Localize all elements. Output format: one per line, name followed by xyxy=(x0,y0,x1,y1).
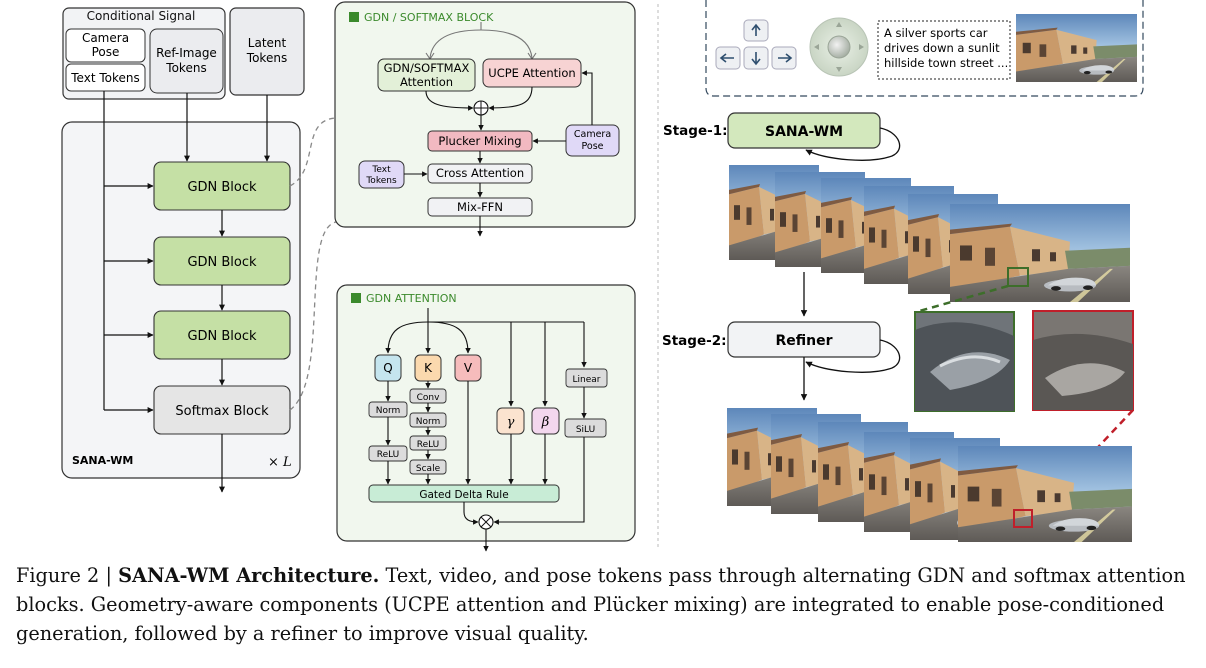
caption-prefix: Figure 2 | xyxy=(16,564,119,587)
linear-label: Linear xyxy=(573,375,601,385)
prompt-line-3: hillside town street ... xyxy=(884,56,1008,70)
sana-wm-container-label: SANA-WM xyxy=(72,454,133,467)
stage-1-video-frames xyxy=(729,165,1130,302)
text-tokens-panel-label-2: Tokens xyxy=(365,176,397,186)
stage-2-loop-arrow xyxy=(805,339,901,373)
k-label: K xyxy=(424,361,433,375)
softmax-block-label: Softmax Block xyxy=(175,404,269,419)
sana-wm-stage-box xyxy=(727,112,881,149)
gated-delta-rule-label: Gated Delta Rule xyxy=(419,489,508,501)
latent-tokens-label-1: Latent xyxy=(248,36,287,50)
conditional-signal-title: Conditional Signal xyxy=(87,9,196,23)
caption-body: Text, video, and pose tokens pass throug… xyxy=(16,564,1186,645)
camera-pose-panel-label-1: Camera xyxy=(574,129,611,140)
beta-label: β xyxy=(541,415,550,430)
k-conv-label: Conv xyxy=(417,393,440,403)
figure-caption: Figure 2 | SANA-WM Architecture. Text, v… xyxy=(16,561,1198,648)
text-tokens-box xyxy=(65,63,146,92)
text-tokens-panel-label-1: Text xyxy=(371,165,391,175)
stage-2-label: Stage-2: xyxy=(662,333,727,349)
ref-image-label-1: Ref-Image xyxy=(156,46,217,60)
gdn-softmax-attention-label-1: GDN/SOFTMAX xyxy=(384,61,470,75)
repeat-l-label: × L xyxy=(268,455,292,470)
ucpe-attention-label: UCPE Attention xyxy=(488,66,575,80)
ref-image-label-2: Tokens xyxy=(165,61,206,75)
camera-pose-box xyxy=(65,28,146,63)
stage-1-loop-arrow xyxy=(805,127,901,161)
dashed-connector-bottom xyxy=(289,221,337,411)
stage-1-frame-6 xyxy=(950,204,1130,302)
stage-2-frame-6 xyxy=(958,446,1132,542)
gdn-attention-title-square xyxy=(351,293,361,303)
green-zoom-leader xyxy=(915,284,1009,314)
sana-wm-stage-label: SANA-WM xyxy=(765,124,843,140)
gdn-block-1-label: GDN Block xyxy=(187,180,257,195)
joystick-icon xyxy=(809,17,869,77)
stage-1-label: Stage-1: xyxy=(663,123,728,139)
gdn-softmax-title: GDN / SOFTMAX BLOCK xyxy=(364,11,494,24)
reference-image xyxy=(1016,14,1137,82)
gdn-attention-title: GDN ATTENTION xyxy=(366,292,457,305)
k-norm-label: Norm xyxy=(416,417,441,427)
gdn-block-3-label: GDN Block xyxy=(187,329,257,344)
caption-title: SANA-WM Architecture. xyxy=(118,564,380,587)
silu-box xyxy=(564,418,607,438)
latent-tokens-label-2: Tokens xyxy=(246,51,287,65)
dashed-connector-top xyxy=(289,117,337,187)
k-relu-label: ReLU xyxy=(417,440,440,450)
plucker-mixing-label: Plucker Mixing xyxy=(438,134,521,148)
prompt-line-2: drives down a sunlit xyxy=(884,41,1000,55)
gdn-softmax-panel xyxy=(334,1,636,228)
conditional-signal-group: Conditional Signal Camera Pose Text Toke… xyxy=(62,7,226,100)
gdn-softmax-attention-label-2: Attention xyxy=(400,75,453,89)
camera-pose-label-2: Pose xyxy=(92,45,120,59)
q-label: Q xyxy=(383,361,392,375)
text-tokens-label: Text Tokens xyxy=(70,71,139,85)
q-relu-label: ReLU xyxy=(377,450,400,460)
k-scale-label: Scale xyxy=(416,464,441,474)
gdn-softmax-title-square xyxy=(349,12,359,22)
arrow-keys xyxy=(715,19,797,70)
camera-to-ucpe xyxy=(581,70,593,125)
text-prompt-box xyxy=(877,20,1011,80)
left-attn-to-sum xyxy=(425,90,474,111)
gdn-block-2-label: GDN Block xyxy=(187,255,257,270)
refiner-stage-label: Refiner xyxy=(775,333,832,349)
input-container xyxy=(705,0,1144,97)
camera-pose-label-1: Camera xyxy=(82,31,129,45)
stage-1-zoom-marker xyxy=(1007,267,1029,287)
stage-2-video-frames xyxy=(727,408,1132,542)
cross-attention-label: Cross Attention xyxy=(436,166,524,180)
q-norm-label: Norm xyxy=(376,406,401,416)
linear-box xyxy=(565,368,608,388)
stage-2-zoom-marker xyxy=(1013,509,1033,528)
v-label: V xyxy=(464,361,473,375)
gamma-label: γ xyxy=(507,415,515,430)
architecture-diagram: Conditional Signal Camera Pose Text Toke… xyxy=(61,0,1144,552)
camera-pose-panel-label-2: Pose xyxy=(582,141,604,152)
mix-ffn-label: Mix-FFN xyxy=(457,200,503,214)
prompt-line-1: A silver sports car xyxy=(884,26,988,40)
silu-label: SiLU xyxy=(576,425,595,435)
right-attn-to-sum xyxy=(488,86,533,111)
